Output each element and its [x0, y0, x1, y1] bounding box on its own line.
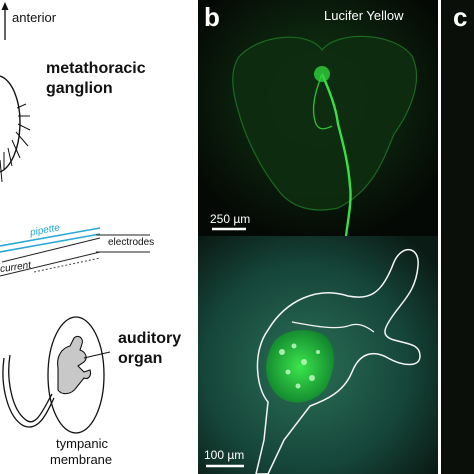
leg-outline-inner: [2, 357, 55, 428]
organ-label-line1: auditory: [118, 330, 182, 347]
organ-pointer: [83, 351, 111, 359]
electrode-lines: [0, 234, 150, 277]
organ-inner-line: [291, 321, 375, 333]
pipette-lines: [0, 227, 101, 253]
organ-label-line2: organ: [118, 350, 163, 367]
anterior-arrow: [1, 2, 9, 40]
panel-divider: [438, 0, 441, 474]
anterior-label: anterior: [12, 10, 57, 25]
organ-outline: [255, 249, 421, 474]
ganglion-nerves: [0, 103, 31, 183]
membrane-label-line2: membrane: [50, 452, 113, 467]
membrane-label-line1: tympanic: [56, 436, 109, 451]
ganglion-outline: [0, 75, 21, 173]
panel-c-micrograph: c: [441, 0, 474, 474]
neuron-branch: [312, 73, 333, 130]
stain-label: Lucifer Yellow: [324, 8, 404, 23]
auditory-organ-shape: [57, 335, 92, 395]
organ-cell-mass: [266, 330, 334, 403]
electrodes-label: electrodes: [108, 237, 155, 248]
scale-label-upper: 250 µm: [210, 212, 251, 226]
panel-a-schematic: anterior metathoracic ganglion pipette e…: [0, 0, 198, 474]
stained-nuclei: [279, 343, 320, 389]
neuron-arbor: [314, 66, 330, 82]
panel-letter-c: c: [453, 2, 468, 32]
micrograph-drawing: [198, 0, 438, 474]
ganglion-tissue: [232, 35, 418, 211]
schematic-drawing: [0, 2, 150, 434]
leg-outline: [8, 354, 53, 423]
ganglion-label-line2: ganglion: [46, 80, 113, 97]
neuron-process: [320, 73, 352, 237]
panel-letter-b: b: [204, 2, 220, 32]
panel-b-micrographs: b Lucifer Yellow 250 µm 100 µm: [198, 0, 438, 474]
ganglion-label-line1: metathoracic: [46, 60, 146, 77]
scale-label-lower: 100 µm: [204, 448, 245, 462]
tympanic-organ-ellipse: [47, 316, 105, 434]
current-line: [33, 257, 101, 273]
